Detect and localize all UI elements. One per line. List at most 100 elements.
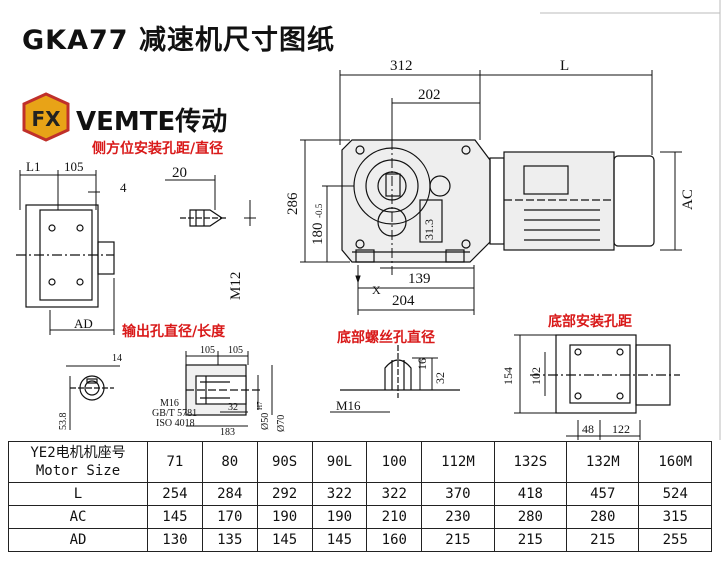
dim-AC: AC	[680, 189, 696, 210]
motor-main-view	[489, 151, 655, 251]
dim-16: 16	[415, 358, 429, 370]
table-cell: 418	[493, 482, 568, 506]
dim-183: 183	[220, 427, 235, 438]
output-shaft-key-detail	[70, 375, 114, 401]
motor-size-cell: 132S	[493, 441, 568, 483]
gearbox-main-view	[341, 139, 491, 263]
motor-size-cell: 160M	[638, 441, 712, 483]
motor-size-cell: 80	[201, 441, 258, 483]
table-cell: 210	[366, 505, 423, 529]
table-cell: 170	[201, 505, 258, 529]
dim-102: 102	[529, 367, 543, 385]
dim-M16a: M16	[160, 398, 179, 409]
dim-180-tol: -0.5	[314, 203, 324, 218]
dim-50: Ø50	[260, 413, 271, 430]
dim-105b: 105	[200, 345, 215, 356]
table-header-row: YE2电机机座号 Motor Size 71 80 90S 90L 100 11…	[8, 441, 712, 483]
dim-ISO: ISO 4018	[156, 418, 195, 429]
dim-32a: 32	[228, 402, 238, 413]
dim-AD: AD	[74, 316, 93, 331]
table-cell: 315	[638, 505, 712, 529]
base-thread-detail	[340, 345, 460, 398]
table-cell: 524	[638, 482, 712, 506]
dim-L1: L1	[26, 159, 40, 174]
dim-53-8: 53.8	[58, 413, 69, 431]
base-holes-view	[530, 334, 680, 414]
table-header-label: YE2电机机座号 Motor Size	[8, 441, 148, 483]
dim-50-tol: H7	[256, 401, 264, 410]
brand-logo: FX	[22, 92, 70, 142]
table-cell: 254	[147, 482, 203, 506]
dim-31-3: 31.3	[422, 219, 436, 240]
dim-GB: GB/T 5781	[152, 408, 197, 419]
dim-70: Ø70	[276, 415, 287, 432]
dim-139: 139	[408, 271, 431, 287]
row-label: L	[8, 482, 148, 506]
motor-size-cell: 90L	[311, 441, 368, 483]
table-cell: 145	[256, 528, 313, 552]
brand-name: VEMTE传动	[76, 107, 228, 137]
table-cell: 284	[201, 482, 258, 506]
table-cell: 322	[311, 482, 368, 506]
output-bore-section	[185, 364, 262, 416]
logo-text: FX	[31, 107, 61, 131]
dim-X: X	[372, 283, 381, 297]
dim-154: 154	[501, 367, 515, 385]
dim-122: 122	[612, 422, 630, 436]
caption-base-thread: 底部螺丝孔直径	[337, 330, 435, 346]
gearbox-side-view	[16, 204, 115, 308]
motor-size-table: YE2电机机座号 Motor Size 71 80 90S 90L 100 11…	[8, 441, 712, 552]
caption-base-holes: 底部安装孔距	[548, 314, 632, 330]
page-title: GKA77 减速机尺寸图纸	[22, 25, 335, 56]
table-cell: 190	[311, 505, 368, 529]
table-cell: 160	[366, 528, 423, 552]
motor-size-cell: 90S	[256, 441, 313, 483]
header-en: Motor Size	[35, 463, 121, 479]
table-cell: 215	[566, 528, 640, 552]
dim-105c: 105	[228, 345, 243, 356]
dim-105a: 105	[64, 159, 84, 174]
dim-M12: M12	[228, 272, 244, 300]
motor-size-cell: 71	[147, 441, 203, 483]
dim-20: 20	[172, 165, 187, 181]
dim-202: 202	[418, 87, 441, 103]
table-cell: 457	[566, 482, 640, 506]
dim-M16b: M16	[336, 398, 361, 413]
table-cell: 255	[638, 528, 712, 552]
table-cell: 322	[366, 482, 423, 506]
caption-output-bore: 输出孔直径/长度	[122, 324, 226, 340]
dim-L: L	[560, 58, 569, 74]
table-cell: 215	[493, 528, 568, 552]
table-cell: 230	[421, 505, 495, 529]
table-cell: 145	[311, 528, 368, 552]
dim-180: 180	[310, 223, 326, 246]
table-cell: 190	[256, 505, 313, 529]
table-cell: 130	[147, 528, 203, 552]
dim-48: 48	[582, 422, 594, 436]
dim-4: 4	[120, 180, 127, 195]
table-cell: 145	[147, 505, 203, 529]
table-cell: 280	[493, 505, 568, 529]
table-cell: 370	[421, 482, 495, 506]
table-cell: 280	[566, 505, 640, 529]
table-row-AC: AC 145 170 190 190 210 230 280 280 315	[8, 505, 712, 529]
row-label: AC	[8, 505, 148, 529]
row-label: AD	[8, 528, 148, 552]
dim-204: 204	[392, 293, 415, 309]
dim-286: 286	[285, 192, 301, 215]
header-cn: YE2电机机座号	[30, 445, 126, 461]
motor-size-cell: 100	[366, 441, 423, 483]
table-cell: 292	[256, 482, 313, 506]
m12-hole-detail	[180, 209, 228, 227]
table-cell: 215	[421, 528, 495, 552]
motor-size-cell: 112M	[421, 441, 495, 483]
table-cell: 135	[201, 528, 258, 552]
dim-14: 14	[112, 353, 122, 364]
caption-side-holes: 侧方位安装孔距/直径	[92, 141, 224, 157]
table-row-L: L 254 284 292 322 322 370 418 457 524	[8, 482, 712, 506]
motor-size-cell: 132M	[566, 441, 640, 483]
dim-32b: 32	[433, 372, 447, 384]
table-row-AD: AD 130 135 145 145 160 215 215 215 255	[8, 528, 712, 552]
technical-drawing: 312 L 202 286 180 -0.5 AC 139 204 X 31.3…	[16, 0, 721, 440]
dim-312: 312	[390, 58, 413, 74]
